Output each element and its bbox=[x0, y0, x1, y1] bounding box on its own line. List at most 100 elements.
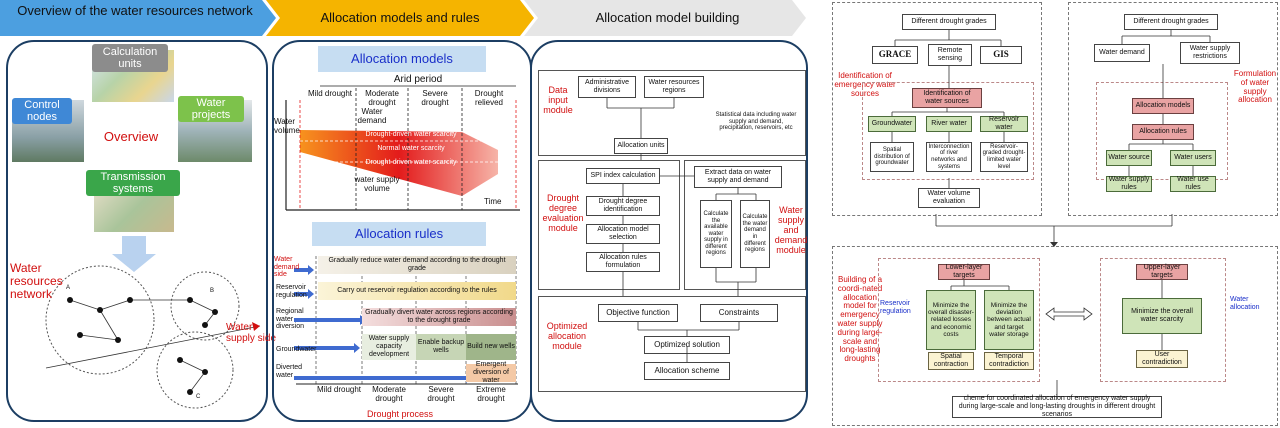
objective-box: Objective function bbox=[598, 304, 678, 322]
drought-process-label: Drought process bbox=[366, 409, 434, 419]
optimized-label: Optimized allocation module bbox=[546, 321, 588, 351]
upper-box: Upper-layer targets bbox=[1136, 264, 1188, 280]
banner-arrows bbox=[0, 0, 806, 36]
remote-box: Remote sensing bbox=[928, 44, 972, 66]
form-label: Formulation of water supply allocation bbox=[1233, 69, 1277, 105]
allocation-rules-title: Allocation rules bbox=[312, 222, 486, 246]
block-formulation bbox=[1068, 2, 1278, 216]
wv-eval-box: Water volume evaluation bbox=[918, 188, 980, 208]
net-node-a: A bbox=[66, 285, 71, 291]
network-region-a bbox=[45, 265, 155, 375]
side-diverted: Diverted water bbox=[276, 364, 303, 379]
upper-frame bbox=[1100, 258, 1226, 382]
time-axis-label: Time bbox=[484, 197, 502, 206]
net-node-b: B bbox=[210, 288, 215, 294]
network-nodes bbox=[67, 297, 218, 395]
transmission-header bbox=[86, 170, 180, 196]
rule-new-wells: Build new wells bbox=[466, 334, 516, 360]
block-building bbox=[832, 246, 1278, 426]
stage-mild: Mild drought bbox=[307, 89, 353, 98]
drought-eval-label: Drought degree evaluation module bbox=[542, 193, 584, 233]
calc-supply-box: Calculate the available water supply in … bbox=[700, 200, 732, 268]
final-box: cheme for coordinated allocation of emer… bbox=[952, 395, 1162, 418]
res-graded-box: Reservoir-graded drought-limited water l… bbox=[980, 142, 1028, 172]
water-demand-label: Water demand bbox=[357, 107, 387, 125]
alloc-models-box: Allocation models bbox=[1132, 98, 1194, 114]
water-alloc-label: Water allocation bbox=[1230, 296, 1260, 311]
banner-step2-label: Allocation models and rules bbox=[320, 10, 480, 25]
zone-normal: Normal water scarcity bbox=[377, 145, 445, 152]
wusers-box: Water users bbox=[1170, 150, 1216, 166]
stat-data-box: Statistical data including water supply … bbox=[712, 104, 800, 140]
ident-label: Identification of emergency water source… bbox=[834, 71, 896, 98]
rule-emergent: Emergent diversion of water bbox=[466, 361, 516, 384]
overview-label: Overview bbox=[103, 129, 159, 144]
water-projects-header bbox=[178, 96, 244, 122]
banner-step3-label: Allocation model building bbox=[595, 10, 740, 25]
stage-moderate: Moderate drought bbox=[365, 89, 399, 107]
control-nodes-header bbox=[12, 98, 72, 124]
grade-severe: Severe drought bbox=[427, 385, 455, 403]
arid-period-label: Arid period bbox=[393, 74, 443, 85]
banner-step3-arrow bbox=[524, 0, 806, 36]
constraints-box: Constraints bbox=[700, 304, 778, 322]
block-identification bbox=[832, 2, 1042, 216]
stage-severe: Severe drought bbox=[421, 89, 449, 107]
calc-units-header bbox=[92, 44, 168, 72]
rule-divert: Gradually divert water across regions ac… bbox=[362, 308, 516, 326]
lower-frame bbox=[878, 258, 1040, 382]
banner-step2-arrow bbox=[266, 0, 534, 36]
interconn-box: Interconnection of river networks and sy… bbox=[926, 142, 972, 172]
supply-volume-label: water supply volume bbox=[354, 175, 400, 193]
rules-form-box: Allocation rules formulation bbox=[586, 252, 660, 272]
rules-lines bbox=[294, 256, 518, 385]
side-diversion: Regional water diversion bbox=[276, 308, 305, 331]
network-region-b bbox=[170, 271, 240, 341]
grade-extreme: Extreme drought bbox=[476, 385, 506, 403]
transmission-label: Transmission systems bbox=[100, 171, 166, 196]
scheme-box: Allocation scheme bbox=[644, 362, 730, 380]
wsrules-box: Water supply rules bbox=[1106, 176, 1152, 192]
stage-relieved: Drought relieved bbox=[474, 89, 504, 107]
diff-grades-a-box: Different drought grades bbox=[902, 14, 996, 30]
supply-side-label: Water supply side bbox=[226, 322, 277, 344]
wurules-box: Water use rules bbox=[1170, 176, 1216, 192]
overview-circle bbox=[84, 102, 178, 178]
zone-drought-upper: Drought-driven water scarcity bbox=[365, 131, 457, 138]
build-label: Building of a coordi-nated allocation mo… bbox=[837, 275, 883, 364]
sp-gw-box: Spatial distribution of groundwater bbox=[870, 142, 914, 172]
supply-demand-label: Water supply and demand module bbox=[774, 205, 808, 255]
grace-box: GRACE bbox=[872, 46, 918, 64]
data-input-frame bbox=[538, 70, 806, 156]
wsource-box: Water source bbox=[1106, 150, 1152, 166]
reservoir-box: Reservoir water bbox=[980, 116, 1028, 132]
network-graphics bbox=[45, 236, 261, 409]
merge-arrowhead bbox=[1050, 242, 1058, 247]
user-contra-box: User contradiction bbox=[1136, 350, 1188, 368]
calc-units-label: Calculation units bbox=[102, 46, 158, 71]
min-scarcity-box: Minimize the overall water scarcity bbox=[1122, 298, 1202, 334]
supply-demand-frame bbox=[684, 160, 806, 290]
dd-ident-box: Drought degree identification bbox=[586, 196, 660, 216]
data-input-label: Data input module bbox=[543, 85, 573, 115]
grade-mild: Mild drought bbox=[316, 385, 362, 394]
panel-network-overview bbox=[6, 40, 268, 422]
form-sub-frame bbox=[1096, 82, 1228, 180]
ident-ws-box: Identification of water sources bbox=[912, 88, 982, 108]
drought-eval-frame bbox=[538, 160, 680, 290]
water-volume-label: Water volume bbox=[274, 117, 300, 135]
models-chart bbox=[285, 85, 520, 211]
calc-demand-box: Calculate the water demand in different … bbox=[740, 200, 770, 268]
ident-sub-frame bbox=[862, 82, 1034, 180]
double-arrow-icon bbox=[1045, 307, 1093, 321]
wr-regions-box: Water resources regions bbox=[644, 76, 704, 98]
down-arrow-icon bbox=[112, 236, 156, 272]
network-region-c bbox=[156, 331, 234, 409]
rule-reservoir: Carry out reservoir regulation according… bbox=[318, 282, 516, 300]
side-demand: Water demand side bbox=[274, 256, 300, 279]
min-loss-box: Minimize the overall disaster-related lo… bbox=[926, 290, 976, 350]
wdemand-box: Water demand bbox=[1094, 44, 1150, 62]
min-dev-box: Minimize the deviation between actual an… bbox=[984, 290, 1034, 350]
groundwater-box: Groundwater bbox=[868, 116, 916, 132]
side-groundwater: Groundwater bbox=[276, 346, 317, 353]
